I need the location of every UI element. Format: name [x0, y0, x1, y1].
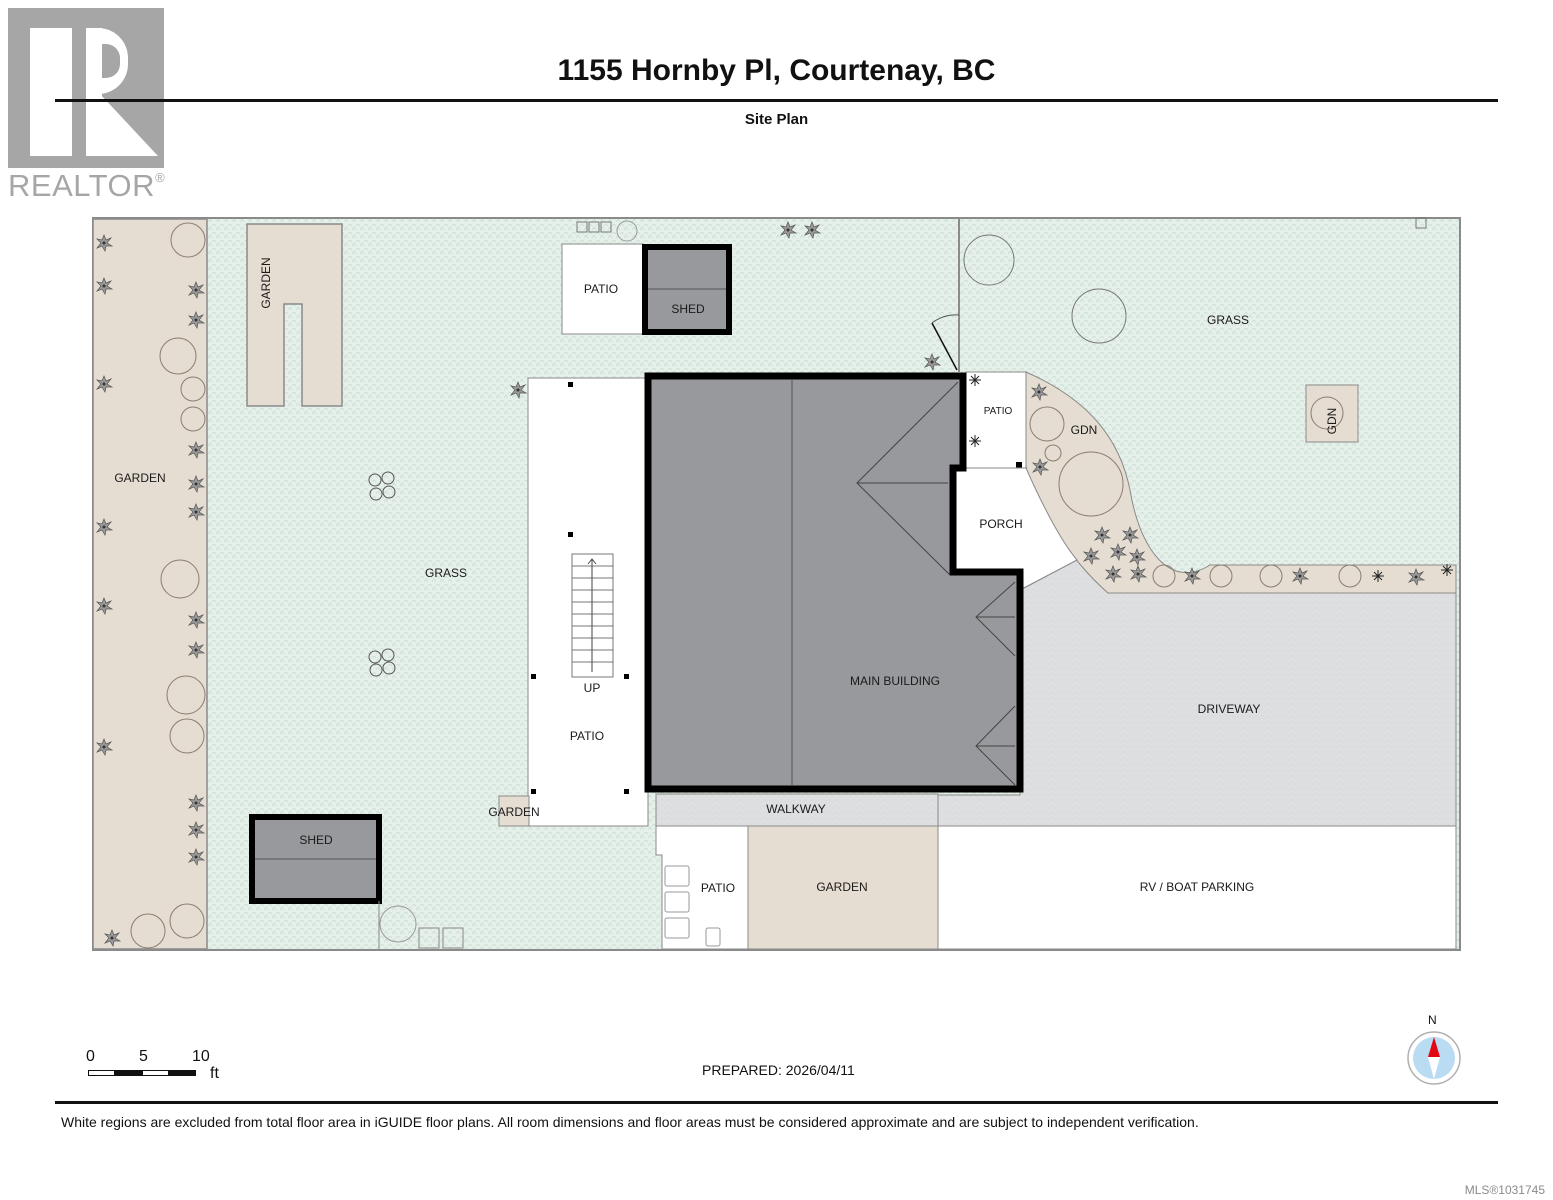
label-garden-bottom: GARDEN	[816, 880, 867, 894]
label-shed-top: SHED	[671, 302, 705, 316]
label-rv-parking: RV / BOAT PARKING	[1140, 880, 1254, 894]
label-garden-u: GARDEN	[259, 257, 273, 308]
disclaimer-text: White regions are excluded from total fl…	[61, 1114, 1199, 1130]
walkway	[655, 793, 939, 827]
compass-north-label: N	[1428, 1013, 1437, 1027]
label-patio-top: PATIO	[584, 282, 618, 296]
mls-number: MLS®1031745	[1464, 1183, 1545, 1197]
scale-bar: 0 5 10 ft	[86, 1048, 219, 1082]
page-subtitle: Site Plan	[744, 111, 809, 128]
stairs	[571, 553, 614, 678]
prepared-date: PREPARED: 2026/04/11	[702, 1062, 855, 1078]
gate-swing	[931, 314, 960, 324]
garden-u-shape	[246, 223, 343, 407]
label-garden-left: GARDEN	[114, 471, 165, 485]
patio-top	[561, 243, 644, 335]
posts	[531, 382, 629, 794]
north-arrow-icon	[1407, 1031, 1461, 1085]
label-patio-side: PATIO	[570, 729, 604, 743]
garden-small	[498, 795, 530, 827]
rv-boat-parking	[937, 825, 1457, 950]
title-divider	[55, 99, 1498, 102]
gdn-box	[1305, 384, 1359, 443]
garden-bottom	[747, 825, 939, 950]
realtor-logo	[8, 8, 164, 168]
label-gdn-box: GDN	[1325, 408, 1339, 435]
planter-boxes-top	[576, 220, 638, 242]
flower-icons	[368, 471, 396, 677]
main-building	[644, 372, 1024, 793]
label-walkway: WALKWAY	[766, 802, 826, 816]
label-garden-small: GARDEN	[488, 805, 539, 819]
logo-r-leg-icon	[86, 28, 158, 156]
label-shed-bottom: SHED	[299, 833, 333, 847]
footer-divider	[55, 1101, 1498, 1104]
label-grass-right: GRASS	[1207, 313, 1249, 327]
label-main-building: MAIN BUILDING	[850, 674, 940, 688]
site-plan: GARDEN GARDEN GRASS PATIO SHED GRASS GDN…	[92, 217, 1461, 951]
garden-left-strip	[92, 218, 208, 950]
label-porch: PORCH	[979, 517, 1022, 531]
compass-icon: N	[1400, 1013, 1466, 1087]
label-patio-bottom: PATIO	[701, 881, 735, 895]
realtor-wordmark: REALTOR®	[8, 168, 166, 203]
label-stairs-up: UP	[584, 681, 601, 695]
label-patio-small: PATIO	[984, 406, 1013, 417]
label-gdn-curve: GDN	[1071, 423, 1098, 437]
page-title: 1155 Hornby Pl, Courtenay, BC	[557, 54, 996, 87]
chairs	[664, 865, 721, 947]
patio-small	[965, 371, 1027, 469]
label-driveway: DRIVEWAY	[1198, 702, 1261, 716]
label-grass-left: GRASS	[425, 566, 467, 580]
gate-line	[931, 322, 958, 371]
